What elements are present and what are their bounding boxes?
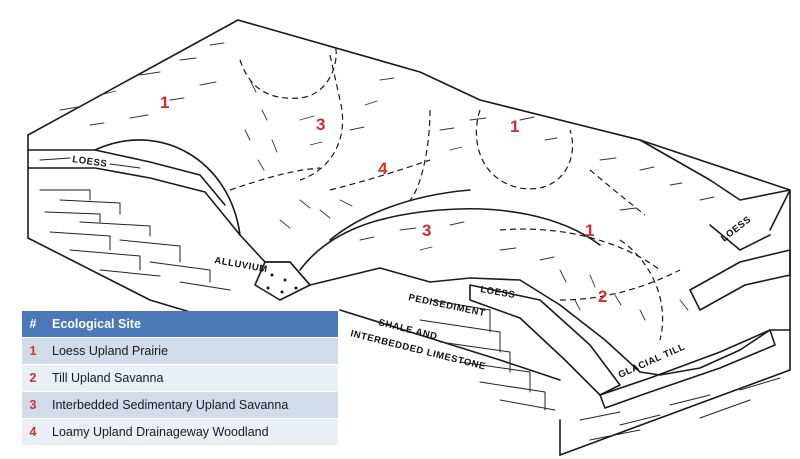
loess-layer-left [27, 149, 226, 206]
legend-row-number: 1 [22, 337, 44, 365]
legend-row-number: 3 [22, 391, 44, 419]
label-loess-center: LOESS [479, 284, 516, 301]
legend-row-label: Loess Upland Prairie [44, 337, 338, 365]
legend-row-label: Interbedded Sedimentary Upland Savanna [44, 391, 338, 419]
bedrock-right [579, 377, 781, 441]
legend-row-number: 2 [22, 364, 44, 392]
ecological-site-legend: # Ecological Site 1 Loess Upland Prairie… [22, 311, 338, 446]
site-number-loess-upland-north: 1 [160, 93, 169, 112]
glacial-till-band [469, 249, 791, 409]
legend-row: 3 Interbedded Sedimentary Upland Savanna [22, 391, 338, 419]
site-number-till-upland: 2 [598, 287, 607, 306]
bedrock-left [39, 189, 231, 291]
legend-row-number: 4 [22, 418, 44, 446]
legend-row-label: Till Upland Savanna [44, 364, 338, 392]
legend-row: 4 Loamy Upland Drainageway Woodland [22, 418, 338, 446]
label-loess-right: LOESS [719, 214, 754, 244]
surface-hatching [59, 42, 715, 321]
legend-row-label: Loamy Upland Drainageway Woodland [44, 418, 338, 446]
legend-row: 2 Till Upland Savanna [22, 364, 338, 392]
label-pedisediment: PEDISEDIMENT [407, 292, 486, 319]
shale-limestone-face [419, 299, 556, 411]
site-number-loess-upland-east: 1 [585, 221, 594, 240]
site-number-savanna-west: 3 [316, 115, 325, 134]
label-loess-left: LOESS [72, 154, 108, 170]
legend-row: 1 Loess Upland Prairie [22, 337, 338, 365]
site-number-loess-upland-center: 1 [510, 117, 519, 136]
alluvium-deposit [254, 261, 311, 301]
legend-header-number: # [22, 311, 44, 338]
legend-header-row: # Ecological Site [22, 311, 338, 338]
terrain-boundaries [94, 44, 681, 341]
legend-header-label: Ecological Site [44, 311, 338, 338]
block-outline [27, 19, 791, 456]
label-alluvium: ALLUVIUM [213, 255, 268, 275]
site-number-drainageway: 4 [378, 159, 388, 178]
site-number-savanna-south: 3 [422, 221, 431, 240]
